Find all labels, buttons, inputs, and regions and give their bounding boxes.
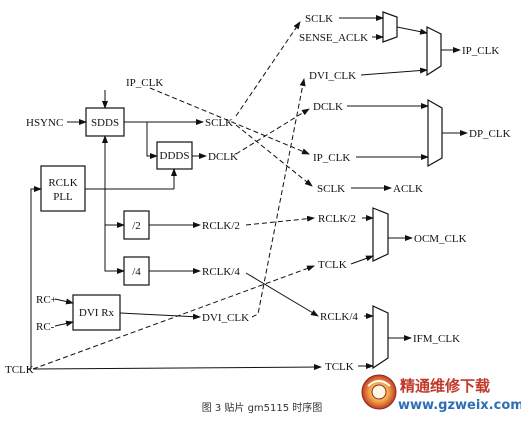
ocm-mux-tclk-label: TCLK [318, 259, 347, 271]
hsync-input-label: HSYNC [26, 117, 63, 129]
rclk-pll-label-1: RCLK [48, 177, 77, 189]
rc-minus-wire [54, 320, 74, 327]
sclk-out-label: SCLK [205, 117, 233, 129]
dp-clk-output-label: DP_CLK [469, 128, 511, 140]
ocm-mux-tclk-wire [350, 255, 374, 265]
dvi-clk-route-dashed [251, 78, 306, 318]
pll-to-div2-wire [104, 189, 125, 228]
dclk-route-dashed [235, 108, 310, 155]
dp-clk-mux [427, 98, 443, 168]
dp-mux-dclk-label: DCLK [313, 101, 343, 113]
dvi-clk-out-label: DVI_CLK [202, 312, 249, 324]
ddds-label: DDDS [160, 150, 190, 162]
ip-clk-mux [426, 26, 442, 77]
rclk4-to-ifm-wire [245, 272, 319, 317]
ip-clk-input-label: IP_CLK [126, 77, 163, 89]
tclk-to-ocm-dashed [32, 265, 315, 370]
ifm-clk-output-label: IFM_CLK [413, 333, 460, 345]
rclk-pll-label-2: PLL [53, 191, 73, 203]
watermark-url: www.gzweix.com [398, 398, 521, 413]
ifm-mux-rclk4-label: RCLK/4 [320, 311, 358, 323]
ifm-mux-tclk-label: TCLK [325, 361, 354, 373]
ifm-clk-mux [372, 305, 389, 370]
pll-to-div4-wire [104, 225, 125, 274]
ip-clk-output-label: IP_CLK [462, 45, 499, 57]
sclk-to-ip-mux-dashed [235, 21, 301, 117]
rclk2-route-dashed [245, 215, 315, 226]
rclk-pll-block [40, 165, 86, 212]
div4-label: /4 [132, 266, 141, 278]
dvi-rx-label: DVI Rx [79, 307, 115, 319]
tclk-to-pll-wire [30, 186, 42, 369]
tclk-to-ifm-wire [32, 364, 322, 371]
sdds-label: SDDS [91, 117, 119, 129]
aclk-output-label: ACLK [393, 183, 423, 195]
rc-minus-label: RC- [36, 321, 55, 333]
ip-mux-dvi-label: DVI_CLK [309, 70, 356, 82]
sense-mux-to-ip-mux-wire [396, 26, 428, 35]
div2-label: /2 [132, 220, 141, 232]
div4-block [123, 256, 150, 286]
dvi-rx-block [72, 294, 121, 331]
rc-plus-label: RC+ [36, 294, 57, 306]
ip-clk-route-dashed [149, 87, 310, 155]
ocm-clk-mux [372, 207, 389, 262]
aclk-src-sclk-label: SCLK [317, 183, 345, 195]
dclk-out-label: DCLK [208, 151, 238, 163]
dvi-rx-out-wire [119, 312, 201, 320]
ocm-clk-output-label: OCM_CLK [414, 233, 467, 245]
rc-plus-wire [54, 298, 74, 305]
tclk-input-label: TCLK [5, 364, 34, 376]
ip-mux-sense-label: SENSE_ACLK [299, 32, 368, 44]
rclk2-out-label: RCLK/2 [202, 220, 240, 232]
figure-caption: 图 3 贴片 gm5115 时序图 [202, 401, 323, 414]
sclk-sense-mux [382, 11, 398, 43]
ip-mux-dvi-wire [360, 67, 428, 76]
ip-mux-sclk-label: SCLK [305, 13, 333, 25]
sclk-to-ddds-wire [146, 122, 158, 159]
dp-mux-ipclk-label: IP_CLK [313, 152, 350, 164]
ocm-mux-rclk2-label: RCLK/2 [318, 213, 356, 225]
sclk-to-aclk-dashed [235, 124, 313, 187]
rclk4-out-label: RCLK/4 [202, 266, 240, 278]
watermark-logo: 精通维修下载 www.gzweix.com [361, 374, 521, 413]
watermark-title: 精通维修下载 [400, 377, 490, 395]
